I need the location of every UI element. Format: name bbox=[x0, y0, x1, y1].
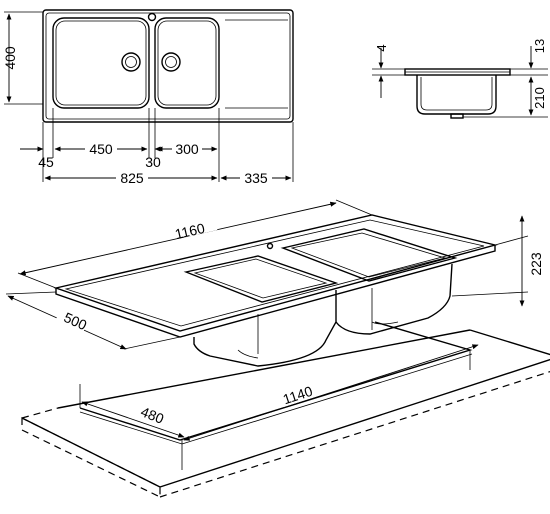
drainer-ribs bbox=[225, 19, 288, 109]
dim-210-label: 210 bbox=[532, 87, 547, 109]
dim-335-label: 335 bbox=[244, 170, 268, 186]
dim-480-line bbox=[81, 401, 185, 438]
dim-1140-line bbox=[183, 344, 479, 441]
dim-223-label: 223 bbox=[528, 252, 544, 276]
dim-500-label: 500 bbox=[61, 309, 89, 333]
dim-825-label: 825 bbox=[120, 170, 144, 186]
top-view-inner-outline bbox=[45, 12, 291, 120]
dim-1160-line bbox=[19, 201, 337, 276]
iso-tap-hole bbox=[266, 242, 274, 250]
side-bowl-profile bbox=[416, 75, 497, 115]
small-bowl-drain bbox=[161, 52, 181, 72]
dim-45-label: 45 bbox=[38, 154, 54, 170]
dim-300-label: 300 bbox=[175, 141, 199, 157]
large-bowl-drain bbox=[121, 52, 141, 72]
dim-450-label: 450 bbox=[89, 141, 113, 157]
dim-4-label: 4 bbox=[374, 44, 389, 51]
dim-30-label: 30 bbox=[145, 154, 161, 170]
worktop bbox=[21, 329, 550, 498]
isometric-view: 1160 500 223 1140 480 bbox=[5, 199, 550, 498]
top-view-outline bbox=[42, 9, 294, 123]
sink-body bbox=[53, 214, 498, 367]
small-bowl-inner bbox=[157, 20, 217, 106]
tap-hole bbox=[147, 12, 157, 22]
large-bowl-iso bbox=[280, 228, 458, 282]
large-bowl-inner bbox=[55, 20, 147, 106]
top-view: 400 450 300 45 30 825 335 bbox=[2, 9, 294, 186]
dim-400-label: 400 bbox=[2, 46, 18, 70]
side-view: 4 13 210 bbox=[372, 39, 548, 119]
dim-13-label: 13 bbox=[532, 39, 547, 53]
sink-top-outline bbox=[53, 214, 498, 332]
dim-1160-label: 1160 bbox=[173, 220, 206, 242]
side-drain bbox=[450, 113, 464, 119]
small-bowl bbox=[154, 17, 220, 109]
cutout bbox=[79, 321, 473, 470]
large-bowl bbox=[52, 17, 150, 109]
